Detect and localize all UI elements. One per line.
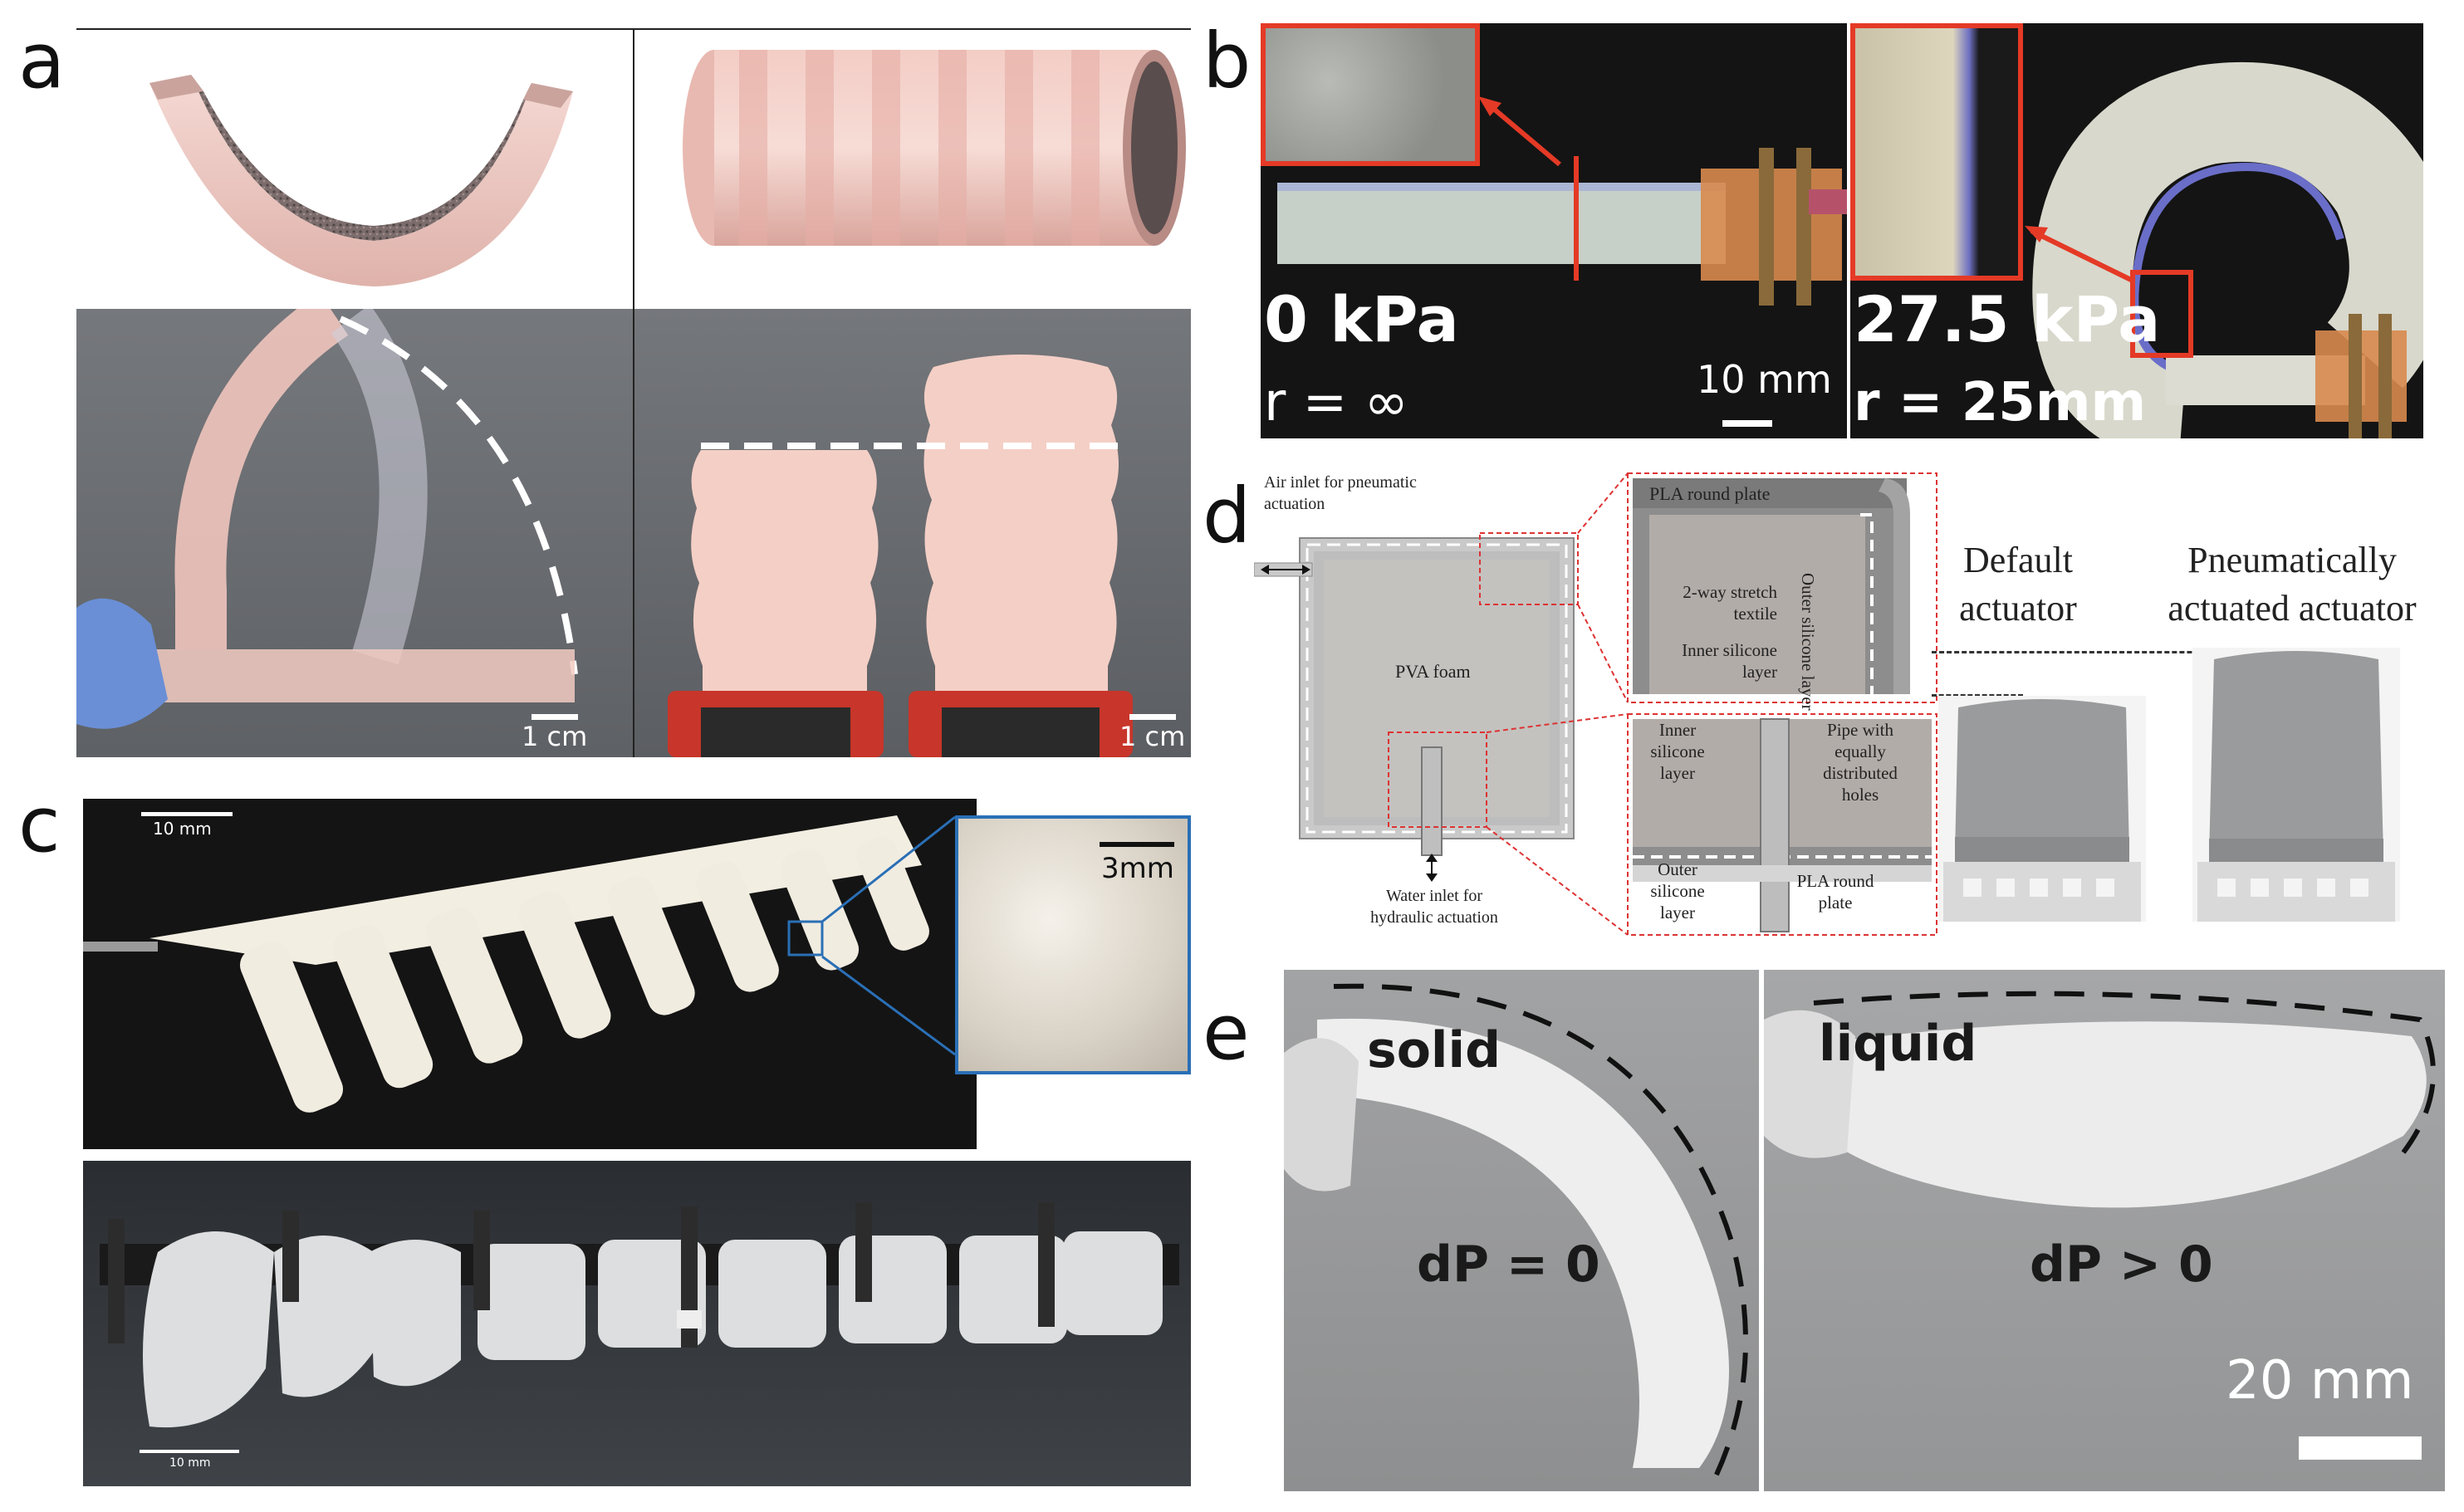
curved-slab-render <box>149 75 573 286</box>
label-pla-plate-top: PLA round plate <box>1649 483 1771 504</box>
panel-a-bend-photo: 1 cm <box>76 309 633 757</box>
panel-letter-c: c <box>18 780 61 869</box>
scale-label-e: 20 mm <box>2226 1350 2414 1412</box>
radius-label-1: r = 25mm <box>1854 372 2147 433</box>
radius-label-0: r = ∞ <box>1264 372 1408 433</box>
scale-bar-c-bottom <box>140 1450 239 1453</box>
panel-letter-b: b <box>1203 17 1252 105</box>
panel-b-left-inset <box>1261 23 1480 166</box>
scale-bar-a-left <box>531 714 578 720</box>
label-outer-silicone-bottom: Outer silicone layer <box>1650 859 1705 922</box>
label-water-inlet: Water inlet for hydraulic actuation <box>1370 887 1498 927</box>
scale-bar-c-inset <box>1100 842 1174 847</box>
scale-label-b: 10 mm <box>1697 357 1832 402</box>
panel-b-right-photo: 27.5 kPa r = 25mm <box>1850 23 2423 438</box>
scale-bar-c-top <box>141 812 233 816</box>
panel-a-divider <box>633 28 634 757</box>
panel-c-gripper-photo: 10 mm <box>83 799 977 1149</box>
panel-e-solid-photo: solid dP = 0 <box>1284 970 1759 1491</box>
pressure-label-0: 0 kPa <box>1264 282 1459 356</box>
label-textile: 2-way stretch textile <box>1683 582 1777 624</box>
scale-label-c-top: 10 mm <box>153 819 212 839</box>
panel-d-schematic <box>1254 472 1937 936</box>
label-pipe: Pipe with equally distributed holes <box>1823 720 1898 805</box>
label-default-actuator: Default actuator <box>1959 540 2077 629</box>
scale-bar-b <box>1722 420 1772 427</box>
scale-label-a-right: 1 cm <box>1119 721 1186 752</box>
dp-pos-label: dP > 0 <box>2030 1236 2213 1294</box>
panel-c-inset-connector <box>821 815 955 1056</box>
label-pneumatic-actuator: Pneumatically actuated actuator <box>2168 540 2417 629</box>
label-inner-silicone-bottom: Inner silicone layer <box>1650 720 1705 783</box>
solid-label: solid <box>1367 1021 1501 1079</box>
scale-label-c-bottom: 10 mm <box>169 1456 211 1470</box>
striped-cylinder-render <box>683 50 1186 246</box>
liquid-label: liquid <box>1819 1015 1977 1073</box>
label-air-inlet: Air inlet for pneumatic actuation <box>1264 473 1417 513</box>
scale-bar-a-right <box>1129 714 1176 720</box>
scale-bar-e <box>2299 1436 2422 1460</box>
scale-label-c-inset: 3mm <box>1101 852 1174 885</box>
panel-c-segments-photo: 10 mm <box>83 1161 1191 1486</box>
panel-d-default-photo <box>1938 696 2146 922</box>
scale-label-a-left: 1 cm <box>522 721 588 752</box>
panel-letter-d: d <box>1203 472 1252 560</box>
label-pla-plate-bottom: PLA round plate <box>1796 871 1874 913</box>
panel-d-dash-bottom <box>1932 694 2023 697</box>
panel-c-foam-inset: 3mm <box>955 815 1191 1074</box>
label-pva-foam: PVA foam <box>1395 661 1471 682</box>
label-inner-silicone-top: Inner silicone layer <box>1682 640 1777 682</box>
panel-letter-a: a <box>18 17 66 105</box>
panel-letter-e: e <box>1203 988 1250 1077</box>
panel-e-liquid-photo: liquid dP > 0 20 mm <box>1764 970 2445 1491</box>
dp-zero-label: dP = 0 <box>1417 1236 1600 1294</box>
panel-b-left-photo: 0 kPa r = ∞ 10 mm <box>1261 23 1847 438</box>
pressure-label-1: 27.5 kPa <box>1854 282 2161 356</box>
panel-b-right-inset <box>1850 23 2023 281</box>
panel-a-extend-photo: 1 cm <box>634 309 1191 757</box>
panel-d-dash-top <box>1932 651 2297 653</box>
panel-d-pneumatic-photo <box>2192 648 2400 922</box>
